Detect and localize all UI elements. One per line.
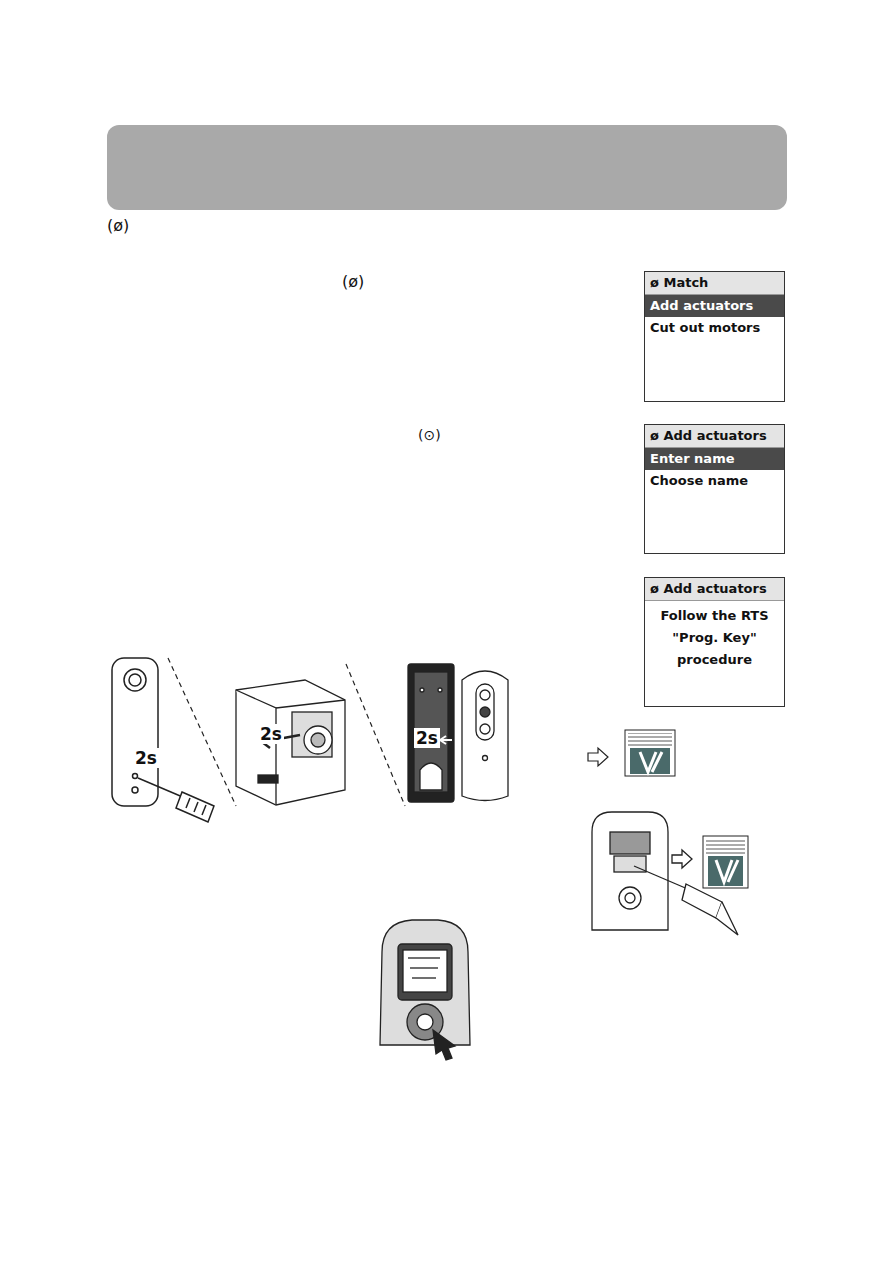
central-controller (380, 920, 470, 1060)
symbol-label: (ø) (107, 216, 129, 235)
arrow-to-motor (588, 748, 608, 766)
wall-remote (112, 658, 214, 822)
motor-icon (625, 730, 675, 776)
symbol-label: (ø) (342, 272, 364, 291)
symbol-label: (⊙) (418, 427, 441, 443)
screen-box: ø Add actuatorsFollow the RTS "Prog. Key… (644, 577, 785, 707)
receiver-box (236, 680, 345, 805)
motor-icon (703, 836, 748, 888)
screen-box: ø MatchAdd actuatorsCut out motors (644, 271, 785, 402)
duration-label: 2s (133, 748, 159, 768)
screen-title: ø Add actuators (645, 425, 784, 448)
header-band (107, 125, 787, 210)
screen-title: ø Match (645, 272, 784, 295)
menu-item: Add actuators (645, 295, 784, 317)
screen-title: ø Add actuators (645, 578, 784, 601)
menu-item: Follow the RTS "Prog. Key" procedure (645, 601, 784, 675)
menu-item: Choose name (645, 470, 784, 492)
duration-label: 2s (414, 728, 440, 748)
menu-item: Cut out motors (645, 317, 784, 339)
duration-label: 2s (258, 724, 284, 744)
handheld-remote (408, 664, 508, 802)
separator (168, 658, 236, 806)
menu-item: Enter name (645, 448, 784, 470)
separator (346, 664, 405, 806)
screen-box: ø Add actuatorsEnter nameChoose name (644, 424, 785, 554)
